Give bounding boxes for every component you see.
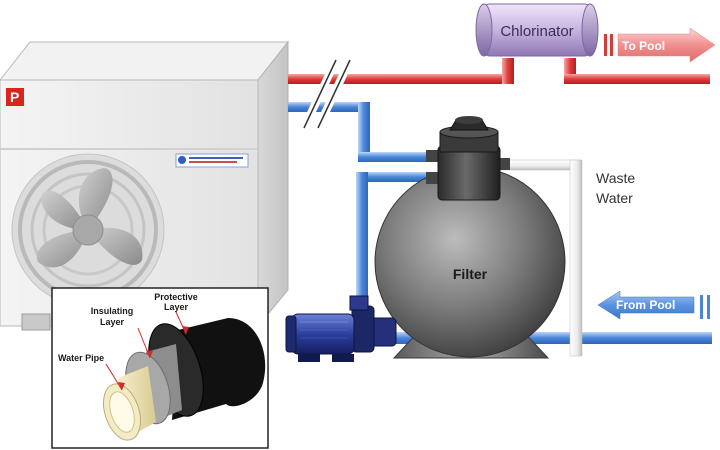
protective-label-line1: Protective xyxy=(154,292,198,302)
waste-water-pipe xyxy=(499,159,583,357)
insulated-pipe-illustration xyxy=(103,318,266,441)
heat-pump-panel-seam xyxy=(0,148,258,150)
to-pool-label: To Pool xyxy=(622,39,665,53)
fan-icon xyxy=(11,153,165,307)
hot-water-pipe xyxy=(288,58,710,84)
chlorinator: Chlorinator xyxy=(475,3,599,57)
heat-pump-side xyxy=(257,40,289,328)
heat-pump-foot xyxy=(21,313,51,331)
insulating-label-line1: Insulating xyxy=(91,306,134,316)
sand-filter: Filter xyxy=(374,116,566,359)
protective-label-line2: Layer xyxy=(164,302,189,312)
pipe-insulation-inset: Protective Layer Insulating Layer Water … xyxy=(51,287,269,449)
heat-pump-top xyxy=(0,41,290,81)
p-logo-icon: P xyxy=(6,88,24,106)
from-pool-label: From Pool xyxy=(616,298,675,312)
from-pool-arrow: From Pool xyxy=(597,290,710,320)
insulating-label-line2: Layer xyxy=(100,317,125,327)
water-pump xyxy=(285,295,397,362)
heat-pump-unit: P xyxy=(0,40,290,331)
water-label: Water xyxy=(596,190,633,206)
waste-label: Waste xyxy=(596,170,635,186)
pipe-break-marks xyxy=(300,58,354,130)
multiport-valve xyxy=(426,116,510,201)
filter-label: Filter xyxy=(453,266,488,282)
inset-callouts xyxy=(105,311,189,391)
svg-text:P: P xyxy=(10,89,19,105)
sticker-icon xyxy=(175,153,249,168)
water-pipe-label: Water Pipe xyxy=(58,353,104,363)
chlorinator-label: Chlorinator xyxy=(500,23,573,40)
to-pool-arrow: To Pool xyxy=(604,27,716,63)
